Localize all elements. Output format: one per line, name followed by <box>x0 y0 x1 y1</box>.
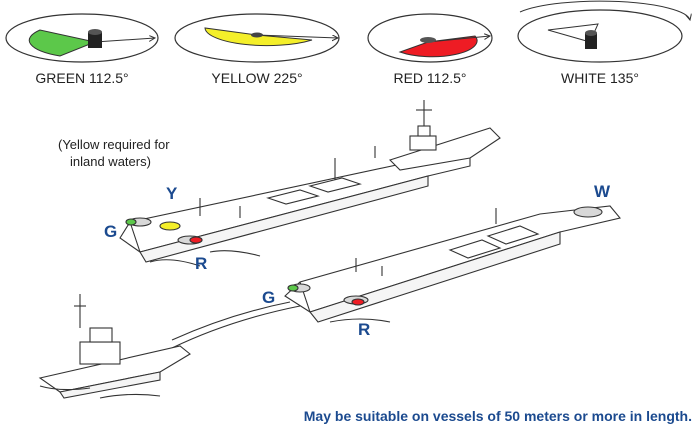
red-sector-label: RED 112.5° <box>393 70 467 86</box>
length-footnote: May be suitable on vessels of 50 meters … <box>303 408 692 424</box>
lower-barge-tow <box>171 205 621 349</box>
white-sector-diagram <box>517 0 690 63</box>
yellow-sector-diagram <box>174 13 340 63</box>
lower-green-tag: G <box>262 288 276 307</box>
white-light-tag: W <box>594 182 611 201</box>
note-line-2: inland waters) <box>70 154 151 169</box>
towing-tug <box>38 294 191 399</box>
upper-yellow-tag: Y <box>166 184 178 203</box>
upper-barge-tow <box>119 100 501 267</box>
green-sector-diagram <box>5 13 159 63</box>
inland-waters-note: (Yellow required for inland waters) <box>58 136 170 170</box>
upper-red-tag: R <box>195 254 208 273</box>
note-line-1: (Yellow required for <box>58 137 170 152</box>
green-sector-label: GREEN 112.5° <box>35 70 129 86</box>
yellow-sector-label: YELLOW 225° <box>211 70 303 86</box>
red-sector-diagram <box>367 13 493 63</box>
lower-red-tag: R <box>358 320 371 339</box>
white-sector-label: WHITE 135° <box>561 70 639 86</box>
upper-green-tag: G <box>104 222 118 241</box>
